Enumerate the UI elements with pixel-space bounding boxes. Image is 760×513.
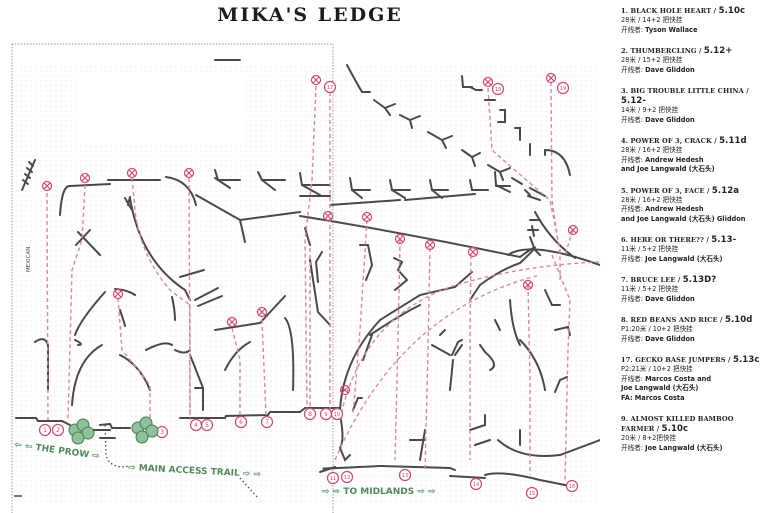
route-name: Bruce Lee (630, 276, 676, 284)
route-fa: 开线者: Dave Gliddon (621, 65, 695, 74)
route-number-badges (38, 80, 579, 500)
svg-text:14: 14 (473, 482, 479, 488)
route-name: Almost Killed Bamboo Farmer (621, 415, 734, 433)
route-length: 28米 / 15+2 把快挂 (621, 56, 683, 64)
route-name: Black Hole Heart (630, 7, 712, 15)
route-item: 8. Red Beans and Rice / 5.10d P1:20米 / 1… (621, 315, 760, 344)
route-fa: 开线者: Marcos Costa and (621, 374, 712, 383)
route-length: 11米 / 5+2 把快挂 (621, 285, 679, 293)
svg-text:7: 7 (265, 419, 269, 426)
route-item: 7. Bruce Lee / 5.13D? 11米 / 5+2 把快挂 开线者:… (621, 275, 760, 304)
route-fa: 开线者: Joe Langwald (大石头) (621, 443, 723, 452)
anchors (41, 72, 579, 396)
route-grade: 5.10c (718, 6, 746, 16)
svg-text:10: 10 (334, 412, 340, 418)
svg-text:19: 19 (560, 86, 566, 92)
route-item: 5. Power of 3, Face / 5.12a 28米 / 16+2 把… (621, 186, 760, 225)
route-name: Here or There?? (630, 236, 704, 244)
svg-text:15: 15 (529, 491, 535, 497)
route-grade: 5.10c (661, 424, 689, 434)
route-name: Power of 3, Crack (630, 137, 712, 145)
route-list: 1. Black Hole Heart / 5.10c 28米 / 14+2 把… (621, 6, 760, 464)
route-length: 20米 / 8+2把快挂 (621, 434, 677, 442)
svg-text:3: 3 (160, 429, 164, 436)
route-name: Gecko Base Jumpers (635, 356, 726, 364)
route-number-labels: 1 2 3 4 5 6 7 8 9 10 11 12 13 14 15 16 1… (43, 85, 575, 497)
route-length: 28米 / 16+2 把快挂 (621, 146, 683, 154)
svg-text:2: 2 (56, 427, 60, 434)
frame-border (12, 43, 334, 513)
svg-text:13: 13 (402, 473, 408, 479)
route-name: Red Beans and Rice (630, 316, 718, 324)
route-item: 4. Power of 3, Crack / 5.11d 28米 / 16+2 … (621, 136, 760, 175)
route-name: Big Trouble Little China (630, 87, 744, 95)
route-fa: 开线者: Dave Gliddon (621, 115, 695, 124)
route-grade: 5.12- (621, 96, 646, 106)
route-lines (46, 81, 600, 481)
page-title: MIKA'S LEDGE (217, 4, 403, 26)
route-fa: 开线者: Dave Gliddon (621, 294, 695, 303)
route-name: Power of 3, Face (630, 186, 705, 195)
route-grade: 5.10d (724, 315, 753, 325)
to-midlands-label: ⇨ ⇨ TO MIDLANDS ⇨ ⇨ (322, 487, 436, 497)
route-grade: 5.13- (711, 235, 737, 245)
svg-text:4: 4 (194, 422, 198, 429)
route-length: P2:21米 / 10+2 把快挂 (621, 365, 693, 373)
route-grade: 5.12a (711, 185, 740, 196)
route-length: 11米 / 5+2 把快挂 (621, 245, 679, 253)
route-grade: 5.12+ (703, 46, 733, 56)
route-fa: 开线者: Andrew Hedesh (621, 205, 704, 213)
svg-text:18: 18 (495, 87, 501, 93)
route-item: 3. Big Trouble Little China / 5.12- 14米 … (621, 86, 760, 125)
svg-text:1: 1 (43, 427, 47, 434)
route-fa: 开线者: Andrew Hedesh (621, 155, 704, 164)
route-item: 6. Here or There?? / 5.13- 11米 / 5+2 把快挂… (621, 235, 760, 264)
svg-text:6: 6 (239, 419, 243, 426)
svg-text:12: 12 (344, 475, 350, 481)
svg-text:16: 16 (569, 484, 575, 490)
route-item: 9. Almost Killed Bamboo Farmer / 5.10c 2… (621, 414, 760, 453)
route-item: 17. Gecko Base Jumpers / 5.13c P2:21米 / … (621, 355, 760, 402)
vertical-wall-label: MEXICAN (26, 247, 32, 272)
route-grade: 5.13c (732, 355, 760, 365)
route-grade: 5.11d (719, 136, 747, 146)
route-fa: 开线者: Joe Langwald (大石头) (621, 254, 723, 263)
route-item: 1. Black Hole Heart / 5.10c 28米 / 14+2 把… (621, 6, 760, 35)
bush-icons (68, 416, 159, 445)
svg-text:9: 9 (324, 412, 327, 418)
route-grade: 5.13D? (682, 275, 717, 285)
rock-features (15, 59, 600, 487)
route-fa: 开线者: Dave Gliddon (621, 334, 695, 343)
route-length: P1:20米 / 10+2 把快挂 (621, 325, 693, 333)
route-name: Thumbercling (630, 47, 697, 55)
route-fa: 开线者: Tyson Wallace (621, 25, 698, 34)
svg-text:5: 5 (205, 422, 209, 429)
topo-diagram: 1 2 3 4 5 6 7 8 9 10 11 12 13 14 15 16 1… (11, 43, 600, 513)
route-length: 28米 / 16+2 把快挂 (621, 195, 683, 204)
svg-text:17: 17 (327, 85, 333, 91)
svg-text:11: 11 (330, 476, 336, 482)
route-length: 28米 / 14+2 把快挂 (621, 16, 683, 24)
svg-text:8: 8 (308, 411, 312, 418)
route-length: 14米 / 9+2 把快挂 (621, 106, 679, 114)
route-item: 2. Thumbercling / 5.12+ 28米 / 15+2 把快挂 开… (621, 46, 760, 75)
